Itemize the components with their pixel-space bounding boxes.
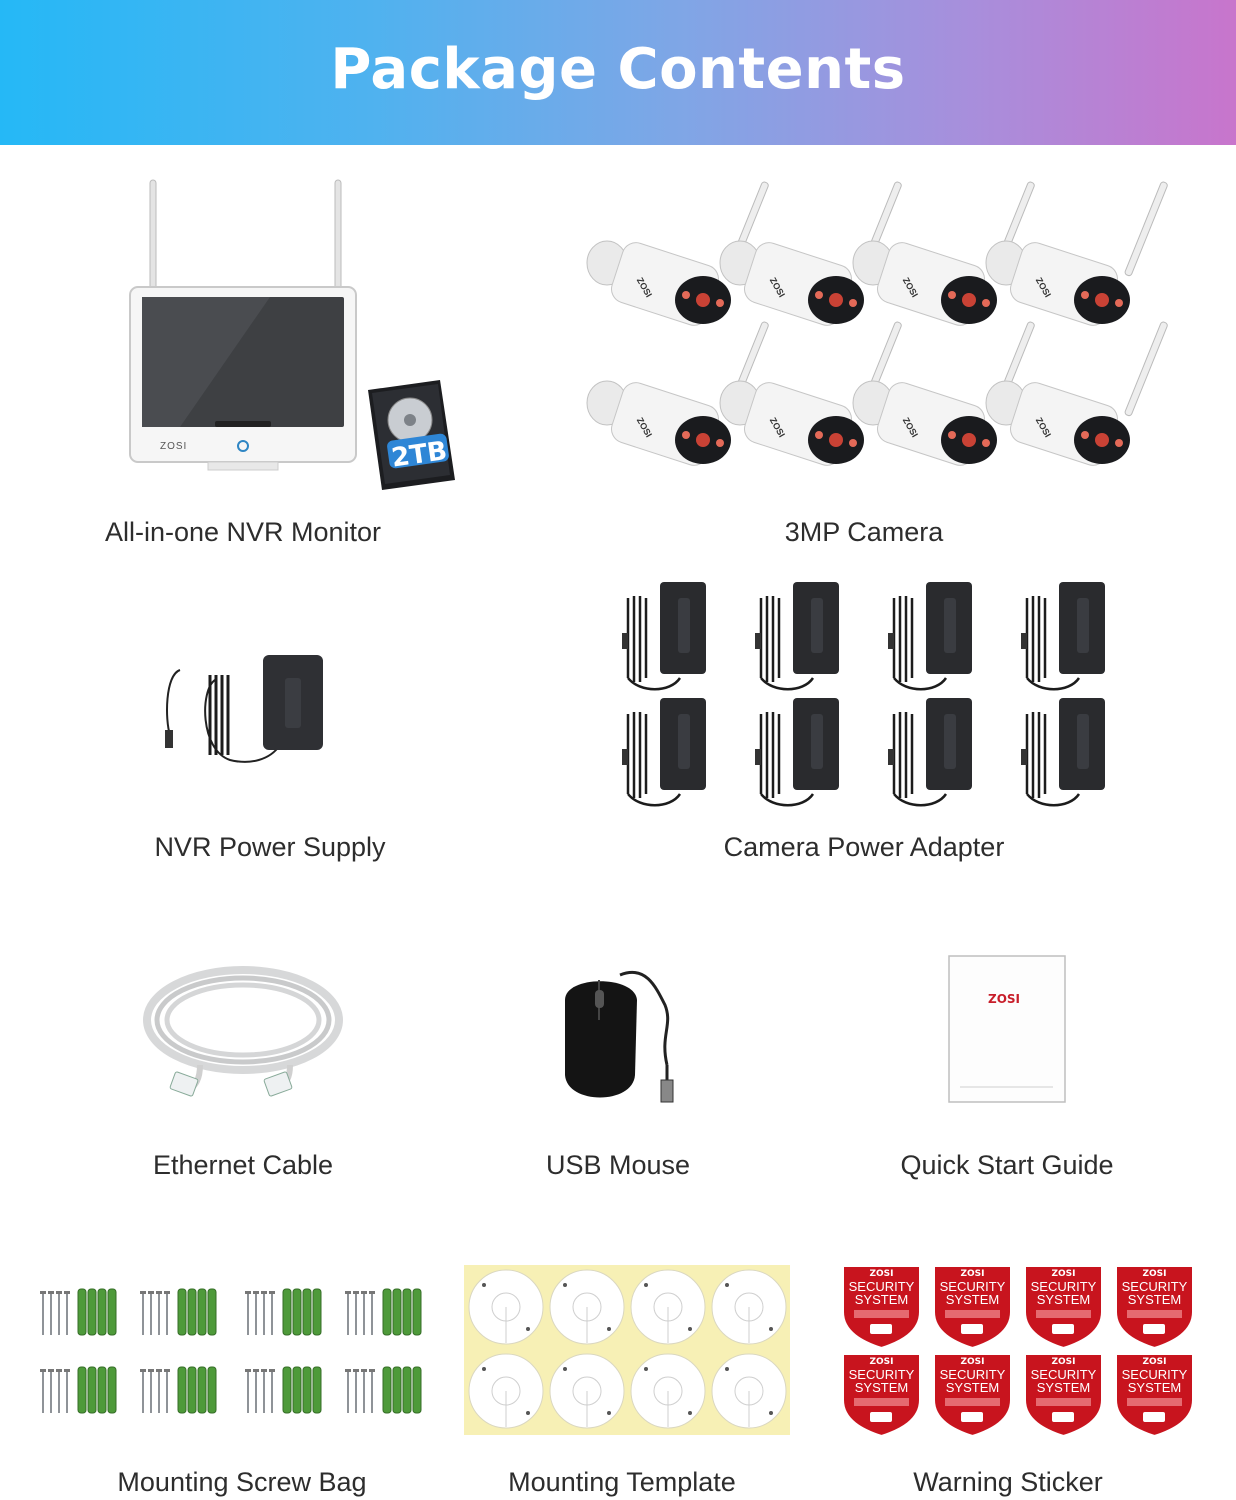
sticker-line1: SECURITY <box>849 1279 915 1294</box>
warning-sticker-group: ZOSISECURITYSYSTEMZOSISECURITYSYSTEMZOSI… <box>842 1265 1194 1438</box>
sticker-line2: SYSTEM <box>1037 1292 1090 1307</box>
template-circle <box>468 1269 544 1345</box>
screw-set <box>140 1288 217 1336</box>
sticker-line2: SYSTEM <box>946 1292 999 1307</box>
camera-power-adapter-group <box>622 582 1105 807</box>
mounting-template-label: Mounting Template <box>508 1467 736 1497</box>
sticker-brand: ZOSI <box>960 1269 984 1279</box>
sticker-brand: ZOSI <box>1142 1269 1166 1279</box>
screw-set <box>245 1288 322 1336</box>
camera-icon <box>1052 1324 1074 1334</box>
template-circle <box>630 1353 706 1429</box>
sticker-brand: ZOSI <box>1051 1357 1075 1367</box>
nvr-power-supply-label: NVR Power Supply <box>154 832 386 862</box>
camera-icon <box>1052 1412 1074 1422</box>
usb-mouse-label: USB Mouse <box>545 1150 691 1180</box>
nvr-brand-logo: ZOSI <box>160 441 187 452</box>
screw-set <box>245 1366 322 1414</box>
sticker-brand: ZOSI <box>869 1357 893 1367</box>
screw-set <box>345 1288 422 1336</box>
sticker-line2: SYSTEM <box>1128 1380 1181 1395</box>
template-circle <box>549 1353 625 1429</box>
sticker-line2: SYSTEM <box>855 1380 908 1395</box>
sticker-line1: SECURITY <box>940 1279 1006 1294</box>
camera-power-adapter-label: Camera Power Adapter <box>723 832 1005 862</box>
sticker-line1: SECURITY <box>1031 1367 1097 1382</box>
mounting-screw-group <box>40 1288 422 1414</box>
template-circle <box>630 1269 706 1345</box>
power-adapter-unit <box>622 582 706 691</box>
warning-sticker-label: Warning Sticker <box>913 1467 1103 1497</box>
camera-unit: ZOSI <box>985 321 1168 466</box>
screw-set <box>40 1366 117 1414</box>
screw-set <box>40 1288 117 1336</box>
mounting-template-sheet <box>464 1265 790 1435</box>
power-adapter-unit <box>888 698 972 807</box>
ethernet-cable-illustration <box>143 966 343 1097</box>
template-circle <box>549 1269 625 1345</box>
sticker-line1: SECURITY <box>1122 1367 1188 1382</box>
nvr-monitor-label: All-in-one NVR Monitor <box>104 517 382 547</box>
sticker-line2: SYSTEM <box>1037 1380 1090 1395</box>
camera-icon <box>1143 1412 1165 1422</box>
camera-icon <box>961 1412 983 1422</box>
sticker-brand: ZOSI <box>869 1269 893 1279</box>
power-adapter-unit <box>622 698 706 807</box>
screw-set <box>345 1366 422 1414</box>
ethernet-cable-label: Ethernet Cable <box>152 1150 334 1180</box>
sticker-line2: SYSTEM <box>946 1380 999 1395</box>
nvr-monitor-illustration: ZOSI 2TB <box>129 179 455 490</box>
sticker-line1: SECURITY <box>940 1367 1006 1382</box>
sticker-line2: SYSTEM <box>855 1292 908 1307</box>
mounting-screw-bag-label: Mounting Screw Bag <box>117 1467 367 1497</box>
template-circle <box>711 1269 787 1345</box>
sticker-line1: SECURITY <box>1031 1279 1097 1294</box>
camera-icon <box>870 1412 892 1422</box>
power-adapter-unit <box>755 582 839 691</box>
quick-start-guide-label: Quick Start Guide <box>900 1150 1114 1180</box>
template-circle <box>468 1353 544 1429</box>
sticker-brand: ZOSI <box>1051 1269 1075 1279</box>
header-banner: Package Contents <box>0 0 1236 145</box>
sticker-brand: ZOSI <box>960 1357 984 1367</box>
sticker-line2: SYSTEM <box>1128 1292 1181 1307</box>
screw-set <box>140 1366 217 1414</box>
power-adapter-unit <box>888 582 972 691</box>
power-adapter-unit <box>755 698 839 807</box>
camera-unit: ZOSI <box>719 321 902 466</box>
page-title: Package Contents <box>330 37 906 102</box>
quick-start-guide-illustration: ZOSI <box>948 955 1066 1103</box>
camera-unit: ZOSI <box>852 321 1035 466</box>
camera-label: 3MP Camera <box>784 517 944 547</box>
camera-icon <box>961 1324 983 1334</box>
hard-drive-icon: 2TB <box>368 380 455 490</box>
camera-icon <box>870 1324 892 1334</box>
nvr-power-supply-illustration <box>165 655 323 763</box>
camera-unit: ZOSI <box>985 181 1168 326</box>
sticker-line1: SECURITY <box>849 1367 915 1382</box>
camera-icon <box>1143 1324 1165 1334</box>
power-adapter-unit <box>1021 582 1105 691</box>
camera-unit: ZOSI <box>719 181 902 326</box>
power-adapter-unit <box>1021 698 1105 807</box>
usb-mouse-icon <box>565 970 674 1103</box>
guide-brand-logo: ZOSI <box>988 992 1020 1006</box>
sticker-line1: SECURITY <box>1122 1279 1188 1294</box>
template-circle <box>711 1353 787 1429</box>
sticker-brand: ZOSI <box>1142 1357 1166 1367</box>
